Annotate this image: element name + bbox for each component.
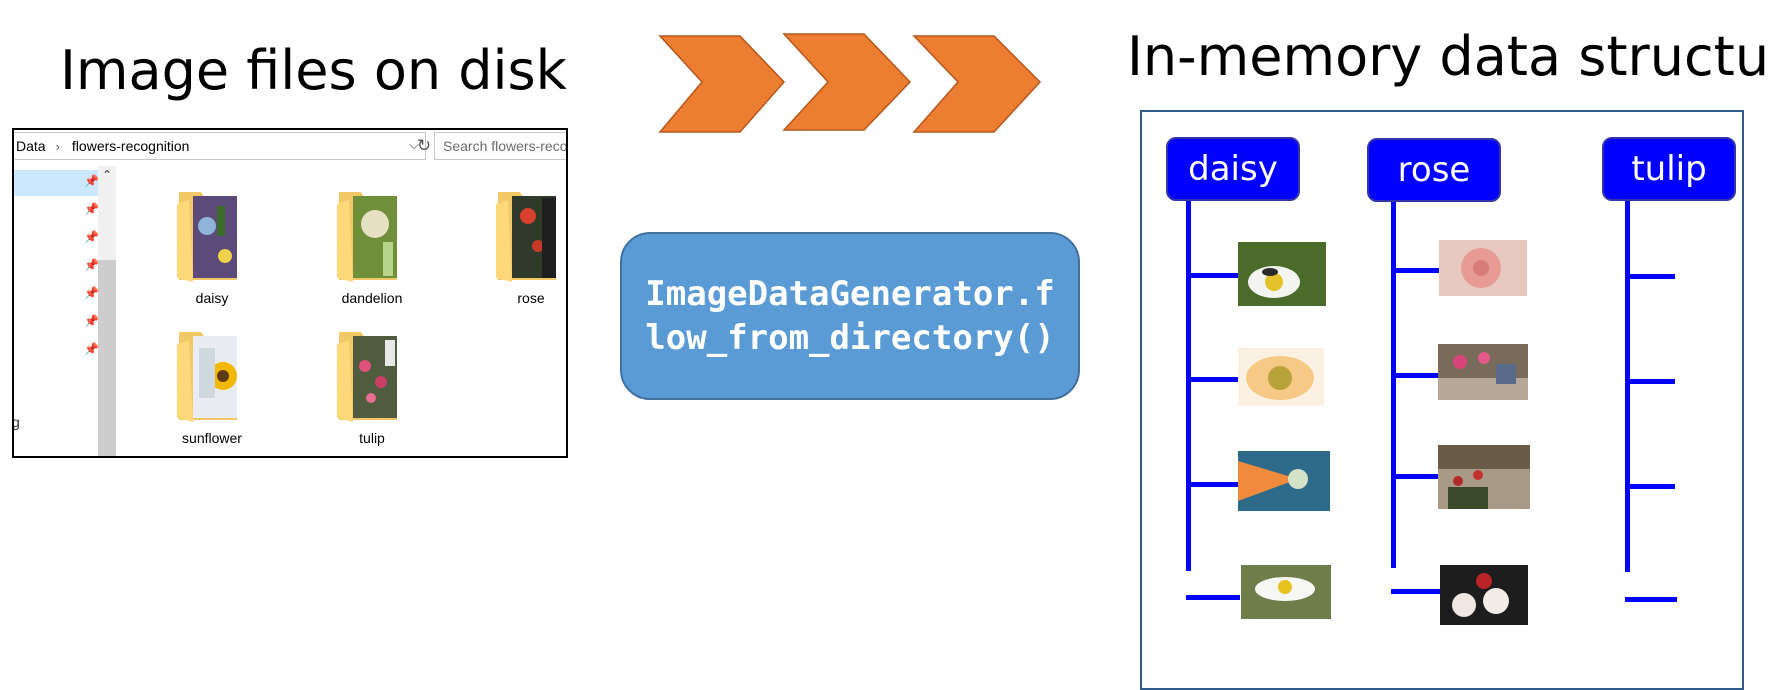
file-explorer-window: Data › flowers-recognition ⌵ ↻ Search fl… <box>12 128 568 458</box>
tree-branch <box>1186 377 1238 382</box>
nav-selected-item[interactable] <box>14 170 98 196</box>
disk-title: Image files on disk <box>60 39 567 102</box>
chevron-down-icon[interactable]: ⌵ <box>409 137 419 152</box>
pin-icon: 📌 <box>84 258 99 272</box>
tree-branch <box>1391 268 1439 273</box>
pin-icon: 📌 <box>84 314 99 328</box>
breadcrumb-separator-icon: › <box>55 138 60 154</box>
flower-image <box>1238 348 1324 406</box>
folder-label: daisy <box>195 290 229 306</box>
tree-branch <box>1625 597 1677 602</box>
navigation-pane: 📌 📌 📌 📌 📌 📌 📌 g <box>12 166 114 456</box>
folder-sunflower[interactable]: sunflower <box>157 326 267 446</box>
breadcrumb-flowers-recognition[interactable]: flowers-recognition <box>71 138 190 154</box>
flower-image <box>1440 565 1528 625</box>
refresh-icon[interactable]: ↻ <box>416 136 432 155</box>
tree-branch <box>1625 379 1675 384</box>
tree-trunk-tulip <box>1625 201 1630 572</box>
tree-branch <box>1391 373 1439 378</box>
tree-trunk-rose <box>1391 202 1396 568</box>
flower-image <box>1438 344 1528 400</box>
folder-label: dandelion <box>341 290 403 306</box>
folder-icon <box>496 192 556 282</box>
tree-branch <box>1625 274 1675 279</box>
search-input[interactable]: Search flowers-reco <box>434 132 566 160</box>
nav-item-label: g <box>12 414 20 430</box>
address-bar[interactable]: Data › flowers-recognition ⌵ <box>14 132 426 160</box>
flower-image <box>1238 451 1330 511</box>
scrollbar-thumb[interactable] <box>98 260 116 456</box>
tree-branch <box>1186 595 1240 600</box>
folder-icon <box>337 332 397 422</box>
flower-image <box>1438 445 1530 509</box>
tree-branch <box>1186 273 1238 278</box>
pin-icon: 📌 <box>84 342 99 356</box>
folder-icon <box>177 332 237 422</box>
tree-branch <box>1391 589 1441 594</box>
rose-image-thumbnail <box>1438 344 1528 400</box>
flower-image <box>1439 240 1527 296</box>
pin-icon: 📌 <box>84 202 99 216</box>
folder-label: tulip <box>359 430 385 446</box>
tree-trunk-daisy <box>1186 201 1191 571</box>
tree-branch <box>1186 482 1238 487</box>
class-label-daisy: daisy <box>1166 137 1300 201</box>
rose-image-thumbnail <box>1438 445 1530 509</box>
flower-image <box>1241 565 1331 619</box>
flower-image <box>1238 242 1326 306</box>
method-call-box: ImageDataGenerator.flow_from_directory() <box>620 232 1080 400</box>
chevron-arrow-3 <box>912 35 1042 133</box>
folder-icon <box>337 192 397 282</box>
folder-label: rose <box>517 290 545 306</box>
chevron-arrow-2 <box>782 33 912 131</box>
folder-icon <box>177 192 237 282</box>
daisy-image-thumbnail <box>1238 451 1330 511</box>
folder-rose[interactable]: rose <box>476 186 566 306</box>
folder-label: sunflower <box>182 430 242 446</box>
folder-tulip[interactable]: tulip <box>317 326 427 446</box>
pin-icon: 📌 <box>84 286 99 300</box>
daisy-image-thumbnail <box>1238 348 1324 406</box>
method-call-text: ImageDataGenerator.flow_from_directory() <box>645 274 1055 358</box>
chevron-arrow-1 <box>658 35 786 133</box>
folder-daisy[interactable]: daisy <box>157 186 267 306</box>
class-label-rose: rose <box>1367 138 1501 202</box>
process-arrows <box>658 33 1042 133</box>
memory-title: In-memory data structure <box>1127 25 1770 88</box>
pin-icon: 📌 <box>84 174 99 188</box>
folder-dandelion[interactable]: dandelion <box>317 186 427 306</box>
daisy-image-thumbnail <box>1238 242 1326 306</box>
breadcrumb-data[interactable]: Data <box>16 138 46 154</box>
tree-branch <box>1625 484 1675 489</box>
memory-structure-panel: daisy rose tulip <box>1140 110 1744 690</box>
rose-image-thumbnail <box>1439 240 1527 296</box>
daisy-image-thumbnail <box>1241 565 1331 619</box>
class-label-tulip: tulip <box>1602 137 1736 201</box>
scroll-up-icon[interactable]: ⌃ <box>102 168 113 182</box>
pin-icon: 📌 <box>84 230 99 244</box>
tree-branch <box>1391 474 1439 479</box>
rose-image-thumbnail <box>1440 565 1528 625</box>
